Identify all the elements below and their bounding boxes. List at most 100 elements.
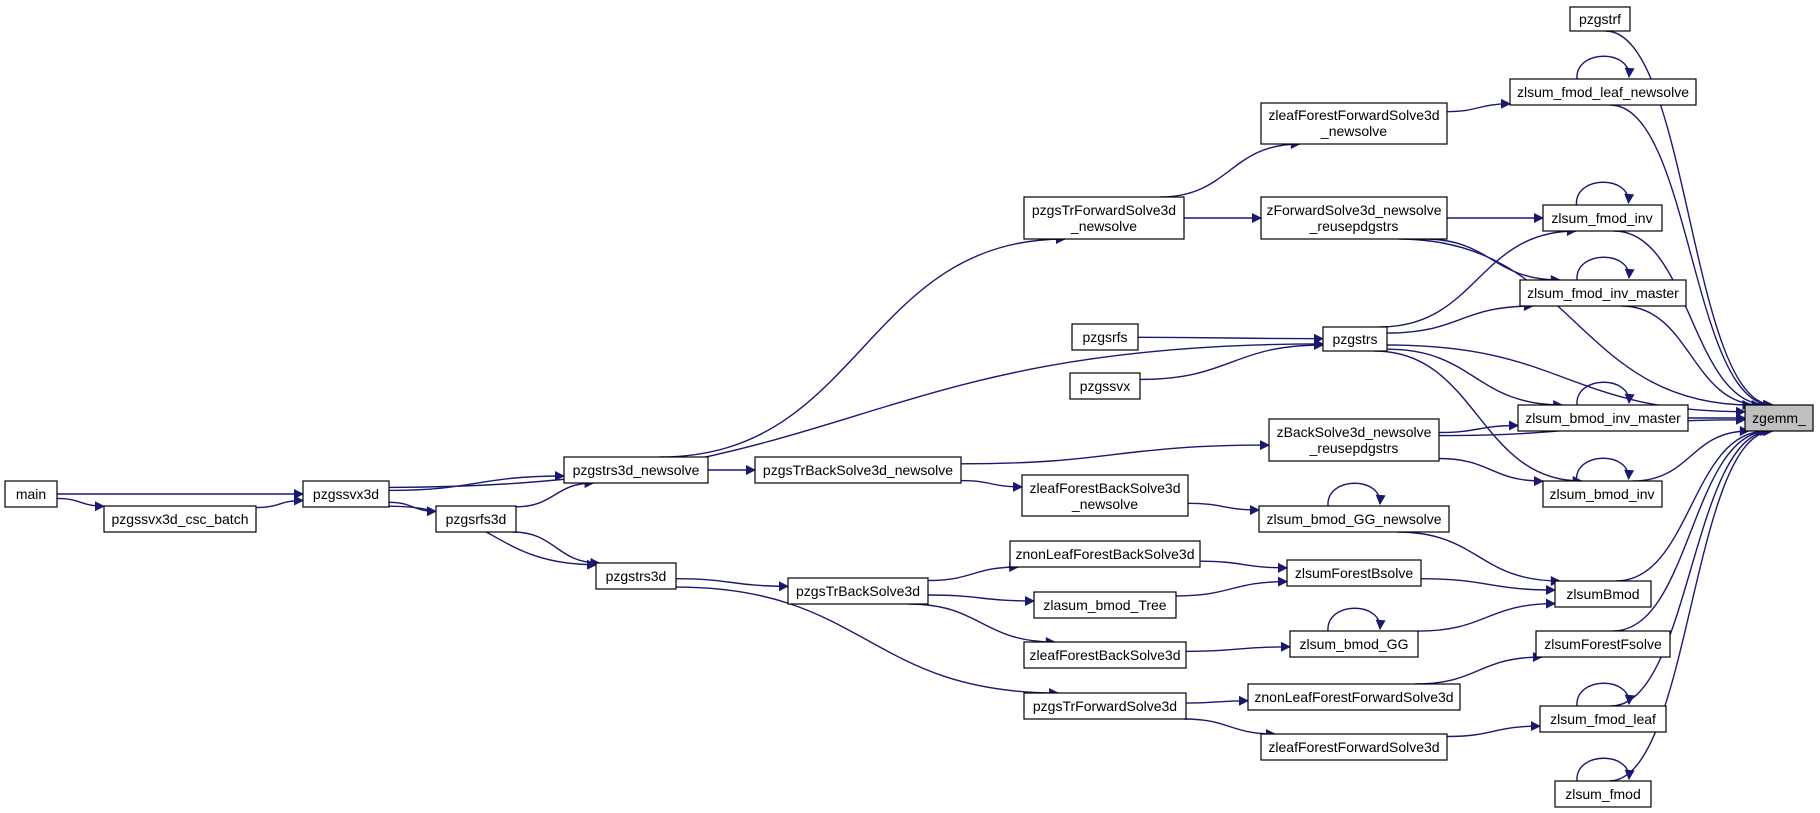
edge-zleafForestBackSolve3d-to-zlsum_bmod_GG bbox=[1185, 641, 1291, 653]
edge-zlsum_bmod_inv-to-zlsum_bmod_inv bbox=[1575, 457, 1635, 482]
edge-zlasum_bmod_Tree-to-zlsumForestBsolve bbox=[1175, 576, 1288, 597]
node-zlsum-fmod-inv[interactable]: zlsum_fmod_inv bbox=[1542, 204, 1663, 232]
node-label: zleafForestBackSolve3d bbox=[1030, 647, 1181, 663]
node-znonleafforestforwardsolve3d[interactable]: znonLeafForestForwardSolve3d bbox=[1247, 683, 1461, 711]
node-zleafforestforwardsolve3d-newsolve[interactable]: zleafForestForwardSolve3d _newsolve bbox=[1260, 102, 1448, 145]
node-label-line1: zForwardSolve3d_newsolve bbox=[1266, 202, 1441, 218]
node-pzgstrf[interactable]: pzgstrf bbox=[1569, 6, 1631, 32]
edge-zlsum_bmod_inv-to-zgemm_ bbox=[1632, 426, 1750, 482]
node-label-line1: pzgsTrForwardSolve3d bbox=[1032, 202, 1176, 218]
node-pzgsrfs[interactable]: pzgsrfs bbox=[1071, 323, 1139, 351]
node-zgemm[interactable]: zgemm_ bbox=[1744, 404, 1814, 432]
edge-pzgssvx3d-to-pzgstrs3d bbox=[388, 505, 597, 570]
edge-pzgstrs3d_newsolve-to-pzgsTrForwardSolve3d_newsolve bbox=[660, 234, 1066, 458]
node-zleafforestbacksolve3d-newsolve[interactable]: zleafForestBackSolve3d _newsolve bbox=[1021, 474, 1189, 517]
node-label: znonLeafForestForwardSolve3d bbox=[1254, 689, 1453, 705]
edge-pzgsrfs3d-to-pzgstrs3d bbox=[512, 531, 601, 568]
node-zlsum-fmod-leaf[interactable]: zlsum_fmod_leaf bbox=[1539, 705, 1667, 733]
edge-zBackSolve3d_newsolve_reusepdgstrs-to-zlsum_bmod_inv_master bbox=[1438, 420, 1519, 434]
edge-znonLeafForestBackSolve3d-to-zlsumForestBsolve bbox=[1199, 560, 1288, 573]
node-label: zlsumBmod bbox=[1566, 586, 1639, 602]
edge-pzgstrs3d-to-pzgsTrForwardSolve3d bbox=[675, 586, 1060, 698]
node-pzgsrfs3d[interactable]: pzgsrfs3d bbox=[435, 505, 517, 533]
node-pzgstrs[interactable]: pzgstrs bbox=[1322, 326, 1388, 352]
node-label-line1: zBackSolve3d_newsolve bbox=[1277, 424, 1432, 440]
edge-znonLeafForestForwardSolve3d-to-zlsumForestFsolve bbox=[1415, 652, 1543, 685]
node-zbacksolve3d-newsolve-reusepdgstrs[interactable]: zBackSolve3d_newsolve _reusepdgstrs bbox=[1268, 418, 1440, 462]
node-znonleafforestbacksolve3d[interactable]: znonLeafForestBackSolve3d bbox=[1009, 540, 1201, 568]
node-label: zlsum_bmod_inv bbox=[1549, 486, 1654, 502]
node-label: zlsum_fmod_inv bbox=[1551, 210, 1652, 226]
edge-zlsumForestBsolve-to-zlsumBmod bbox=[1420, 578, 1556, 595]
node-label-line2: _newsolve bbox=[1070, 218, 1137, 234]
node-pzgstrs3d-newsolve[interactable]: pzgstrs3d_newsolve bbox=[563, 456, 709, 484]
node-pzgstrbacksolve3d[interactable]: pzgsTrBackSolve3d bbox=[787, 577, 929, 605]
node-zlsum-bmod-gg[interactable]: zlsum_bmod_GG bbox=[1289, 630, 1419, 658]
edge-zlsum_fmod-to-zlsum_fmod bbox=[1576, 757, 1635, 782]
node-pzgstrs3d[interactable]: pzgstrs3d bbox=[595, 562, 677, 590]
edge-pzgsTrForwardSolve3d_newsolve-to-zleafForestForwardSolve3d_newsolve bbox=[1159, 139, 1301, 198]
node-pzgssvx3d-csc-batch[interactable]: pzgssvx3d_csc_batch bbox=[103, 505, 257, 533]
node-pzgstrforwardsolve3d-newsolve[interactable]: pzgsTrForwardSolve3d _newsolve bbox=[1023, 196, 1185, 240]
node-zleafforestbacksolve3d[interactable]: zleafForestBackSolve3d bbox=[1023, 641, 1187, 669]
node-pzgstrbacksolve3d-newsolve[interactable]: pzgsTrBackSolve3d_newsolve bbox=[754, 456, 962, 484]
edge-zlsum_fmod_inv-to-zlsum_fmod_inv bbox=[1575, 181, 1635, 206]
node-zforwardsolve3d-newsolve-reusepdgstrs[interactable]: zForwardSolve3d_newsolve _reusepdgstrs bbox=[1260, 196, 1448, 240]
node-label: znonLeafForestBackSolve3d bbox=[1016, 546, 1195, 562]
edge-pzgsTrBackSolve3d_newsolve-to-zleafForestBackSolve3d_newsolve bbox=[960, 479, 1023, 492]
node-label: pzgssvx3d bbox=[313, 486, 379, 502]
node-pzgstrforwardsolve3d[interactable]: pzgsTrForwardSolve3d bbox=[1023, 692, 1187, 720]
edge-zlsumBmod-to-zgemm_ bbox=[1615, 426, 1767, 582]
node-pzgssvx[interactable]: pzgssvx bbox=[1069, 372, 1141, 400]
nodes-layer: pzgstrf zlsum_fmod_leaf_newsolve zleafFo… bbox=[4, 6, 1814, 808]
node-label: pzgssvx bbox=[1080, 378, 1131, 394]
node-label: pzgstrs bbox=[1332, 331, 1377, 347]
edge-pzgsrfs-to-pzgstrs bbox=[1137, 333, 1324, 344]
edge-zlsum_fmod_leaf_newsolve-to-zlsum_fmod_leaf_newsolve bbox=[1576, 55, 1635, 80]
node-zlsumbmod[interactable]: zlsumBmod bbox=[1554, 580, 1652, 608]
node-label: pzgsrfs bbox=[1082, 329, 1127, 345]
edge-zlsum_bmod_inv_master-to-zlsum_bmod_inv_master bbox=[1576, 381, 1635, 406]
node-label: pzgstrs3d_newsolve bbox=[573, 462, 700, 478]
node-zlsum-fmod-inv-master[interactable]: zlsum_fmod_inv_master bbox=[1519, 279, 1687, 307]
node-label: zlsum_bmod_GG bbox=[1300, 636, 1409, 652]
node-label-line2: _reusepdgstrs bbox=[1309, 440, 1399, 456]
node-zlsum-bmod-gg-newsolve[interactable]: zlsum_bmod_GG_newsolve bbox=[1258, 505, 1450, 533]
node-label: zlsumForestBsolve bbox=[1295, 565, 1413, 581]
node-pzgssvx3d[interactable]: pzgssvx3d bbox=[302, 480, 390, 508]
node-label: zlsumForestFsolve bbox=[1544, 636, 1662, 652]
node-label-line2: _newsolve bbox=[1071, 496, 1138, 512]
edge-pzgssvx3d-to-pzgstrs3d_newsolve bbox=[388, 471, 565, 492]
edge-zlsum_bmod_GG_newsolve-to-zlsumBmod bbox=[1397, 531, 1561, 586]
edge-pzgssvx3d_csc_batch-to-pzgssvx3d bbox=[255, 495, 304, 509]
edge-zlsum_fmod_inv_master-to-zgemm_ bbox=[1621, 305, 1762, 410]
edges-layer bbox=[56, 30, 1775, 782]
edge-pzgsTrBackSolve3d-to-zlasum_bmod_Tree bbox=[927, 594, 1035, 606]
node-label: zleafForestForwardSolve3d bbox=[1268, 739, 1439, 755]
node-label: main bbox=[16, 486, 46, 502]
node-label: pzgssvx3d_csc_batch bbox=[112, 511, 249, 527]
node-zlsum-fmod[interactable]: zlsum_fmod bbox=[1554, 780, 1652, 808]
node-zlsum-bmod-inv[interactable]: zlsum_bmod_inv bbox=[1542, 480, 1663, 508]
node-main[interactable]: main bbox=[4, 480, 58, 508]
node-zleafforestforwardsolve3d[interactable]: zleafForestForwardSolve3d bbox=[1260, 733, 1448, 761]
node-label-line2: _reusepdgstrs bbox=[1309, 218, 1399, 234]
edge-pzgsrfs3d-to-pzgstrs3d_newsolve bbox=[515, 478, 595, 508]
edge-pzgstrs-to-zlsum_fmod_inv_master bbox=[1386, 301, 1534, 334]
edge-zlsum_fmod_inv_master-to-zlsum_fmod_inv_master bbox=[1576, 256, 1635, 281]
node-zlasum-bmod-tree[interactable]: zlasum_bmod_Tree bbox=[1033, 591, 1177, 619]
edge-pzgsTrBackSolve3d-to-znonLeafForestBackSolve3d bbox=[927, 562, 1020, 582]
node-zlsum-bmod-inv-master[interactable]: zlsum_bmod_inv_master bbox=[1517, 404, 1689, 432]
node-label: zlsum_fmod_leaf bbox=[1550, 711, 1656, 727]
node-zlsumforestbsolve[interactable]: zlsumForestBsolve bbox=[1286, 559, 1422, 587]
node-label: zlasum_bmod_Tree bbox=[1043, 597, 1166, 613]
edge-zlsum_bmod_GG-to-zlsumBmod bbox=[1417, 598, 1556, 632]
edge-pzgssvx-to-pzgstrs bbox=[1139, 340, 1324, 381]
edge-zleafForestForwardSolve3d_newsolve-to-zlsum_fmod_leaf_newsolve bbox=[1446, 98, 1511, 113]
edge-zlsum_fmod_leaf-to-zgemm_ bbox=[1610, 426, 1773, 707]
node-label: pzgstrs3d bbox=[606, 568, 667, 584]
node-zlsumforestfsolve[interactable]: zlsumForestFsolve bbox=[1535, 630, 1671, 658]
edge-zBackSolve3d_newsolve_reusepdgstrs-to-zlsum_bmod_inv bbox=[1438, 457, 1544, 487]
node-zlsum-fmod-leaf-newsolve[interactable]: zlsum_fmod_leaf_newsolve bbox=[1509, 78, 1697, 106]
